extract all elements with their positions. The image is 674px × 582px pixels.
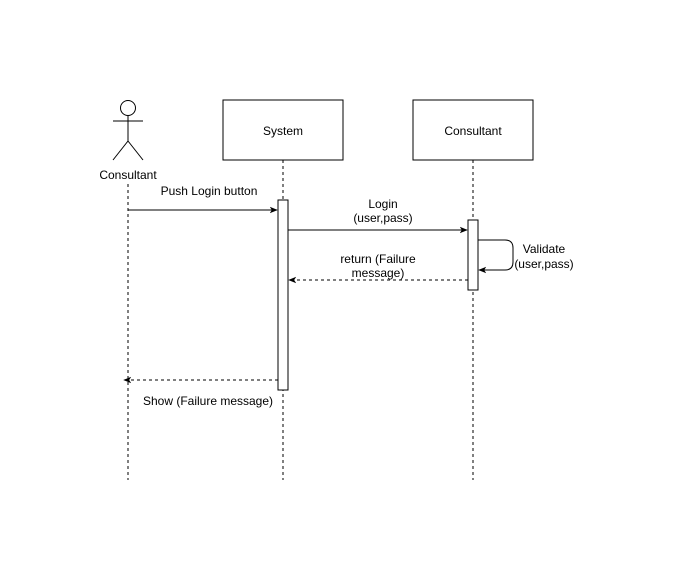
actor-left-leg bbox=[112, 140, 129, 161]
validate-label-line1: Validate bbox=[523, 242, 566, 256]
actor-label: Consultant bbox=[99, 168, 157, 182]
actor-consultant: Consultant bbox=[99, 100, 157, 182]
participant-consultant: Consultant bbox=[412, 99, 534, 161]
return-label-line1: return (Failure bbox=[340, 252, 416, 266]
message-return: return (Failure message) bbox=[288, 252, 468, 284]
consultant-box bbox=[412, 99, 534, 161]
actor-head bbox=[120, 100, 136, 116]
system-label: System bbox=[263, 124, 303, 138]
return-label-line2: message) bbox=[352, 266, 405, 280]
message-login: Login (user,pass) bbox=[288, 197, 468, 234]
actor-right-leg bbox=[127, 140, 144, 161]
validate-label-line2: (user,pass) bbox=[514, 257, 573, 271]
system-activation bbox=[277, 199, 289, 391]
message-push-login: Push Login button bbox=[128, 184, 278, 214]
login-label-line2: (user,pass) bbox=[353, 211, 412, 225]
consultant-activation bbox=[467, 219, 479, 291]
consultant-label: Consultant bbox=[444, 124, 502, 138]
participant-system: System bbox=[222, 99, 344, 161]
show-label: Show (Failure message) bbox=[143, 394, 273, 408]
message-show: Show (Failure message) bbox=[123, 376, 278, 408]
message-validate: Validate (user,pass) bbox=[478, 239, 574, 274]
validate-arrow bbox=[478, 239, 514, 274]
login-label-line1: Login bbox=[368, 197, 397, 211]
push-login-label: Push Login button bbox=[161, 184, 258, 198]
system-box bbox=[222, 99, 344, 161]
